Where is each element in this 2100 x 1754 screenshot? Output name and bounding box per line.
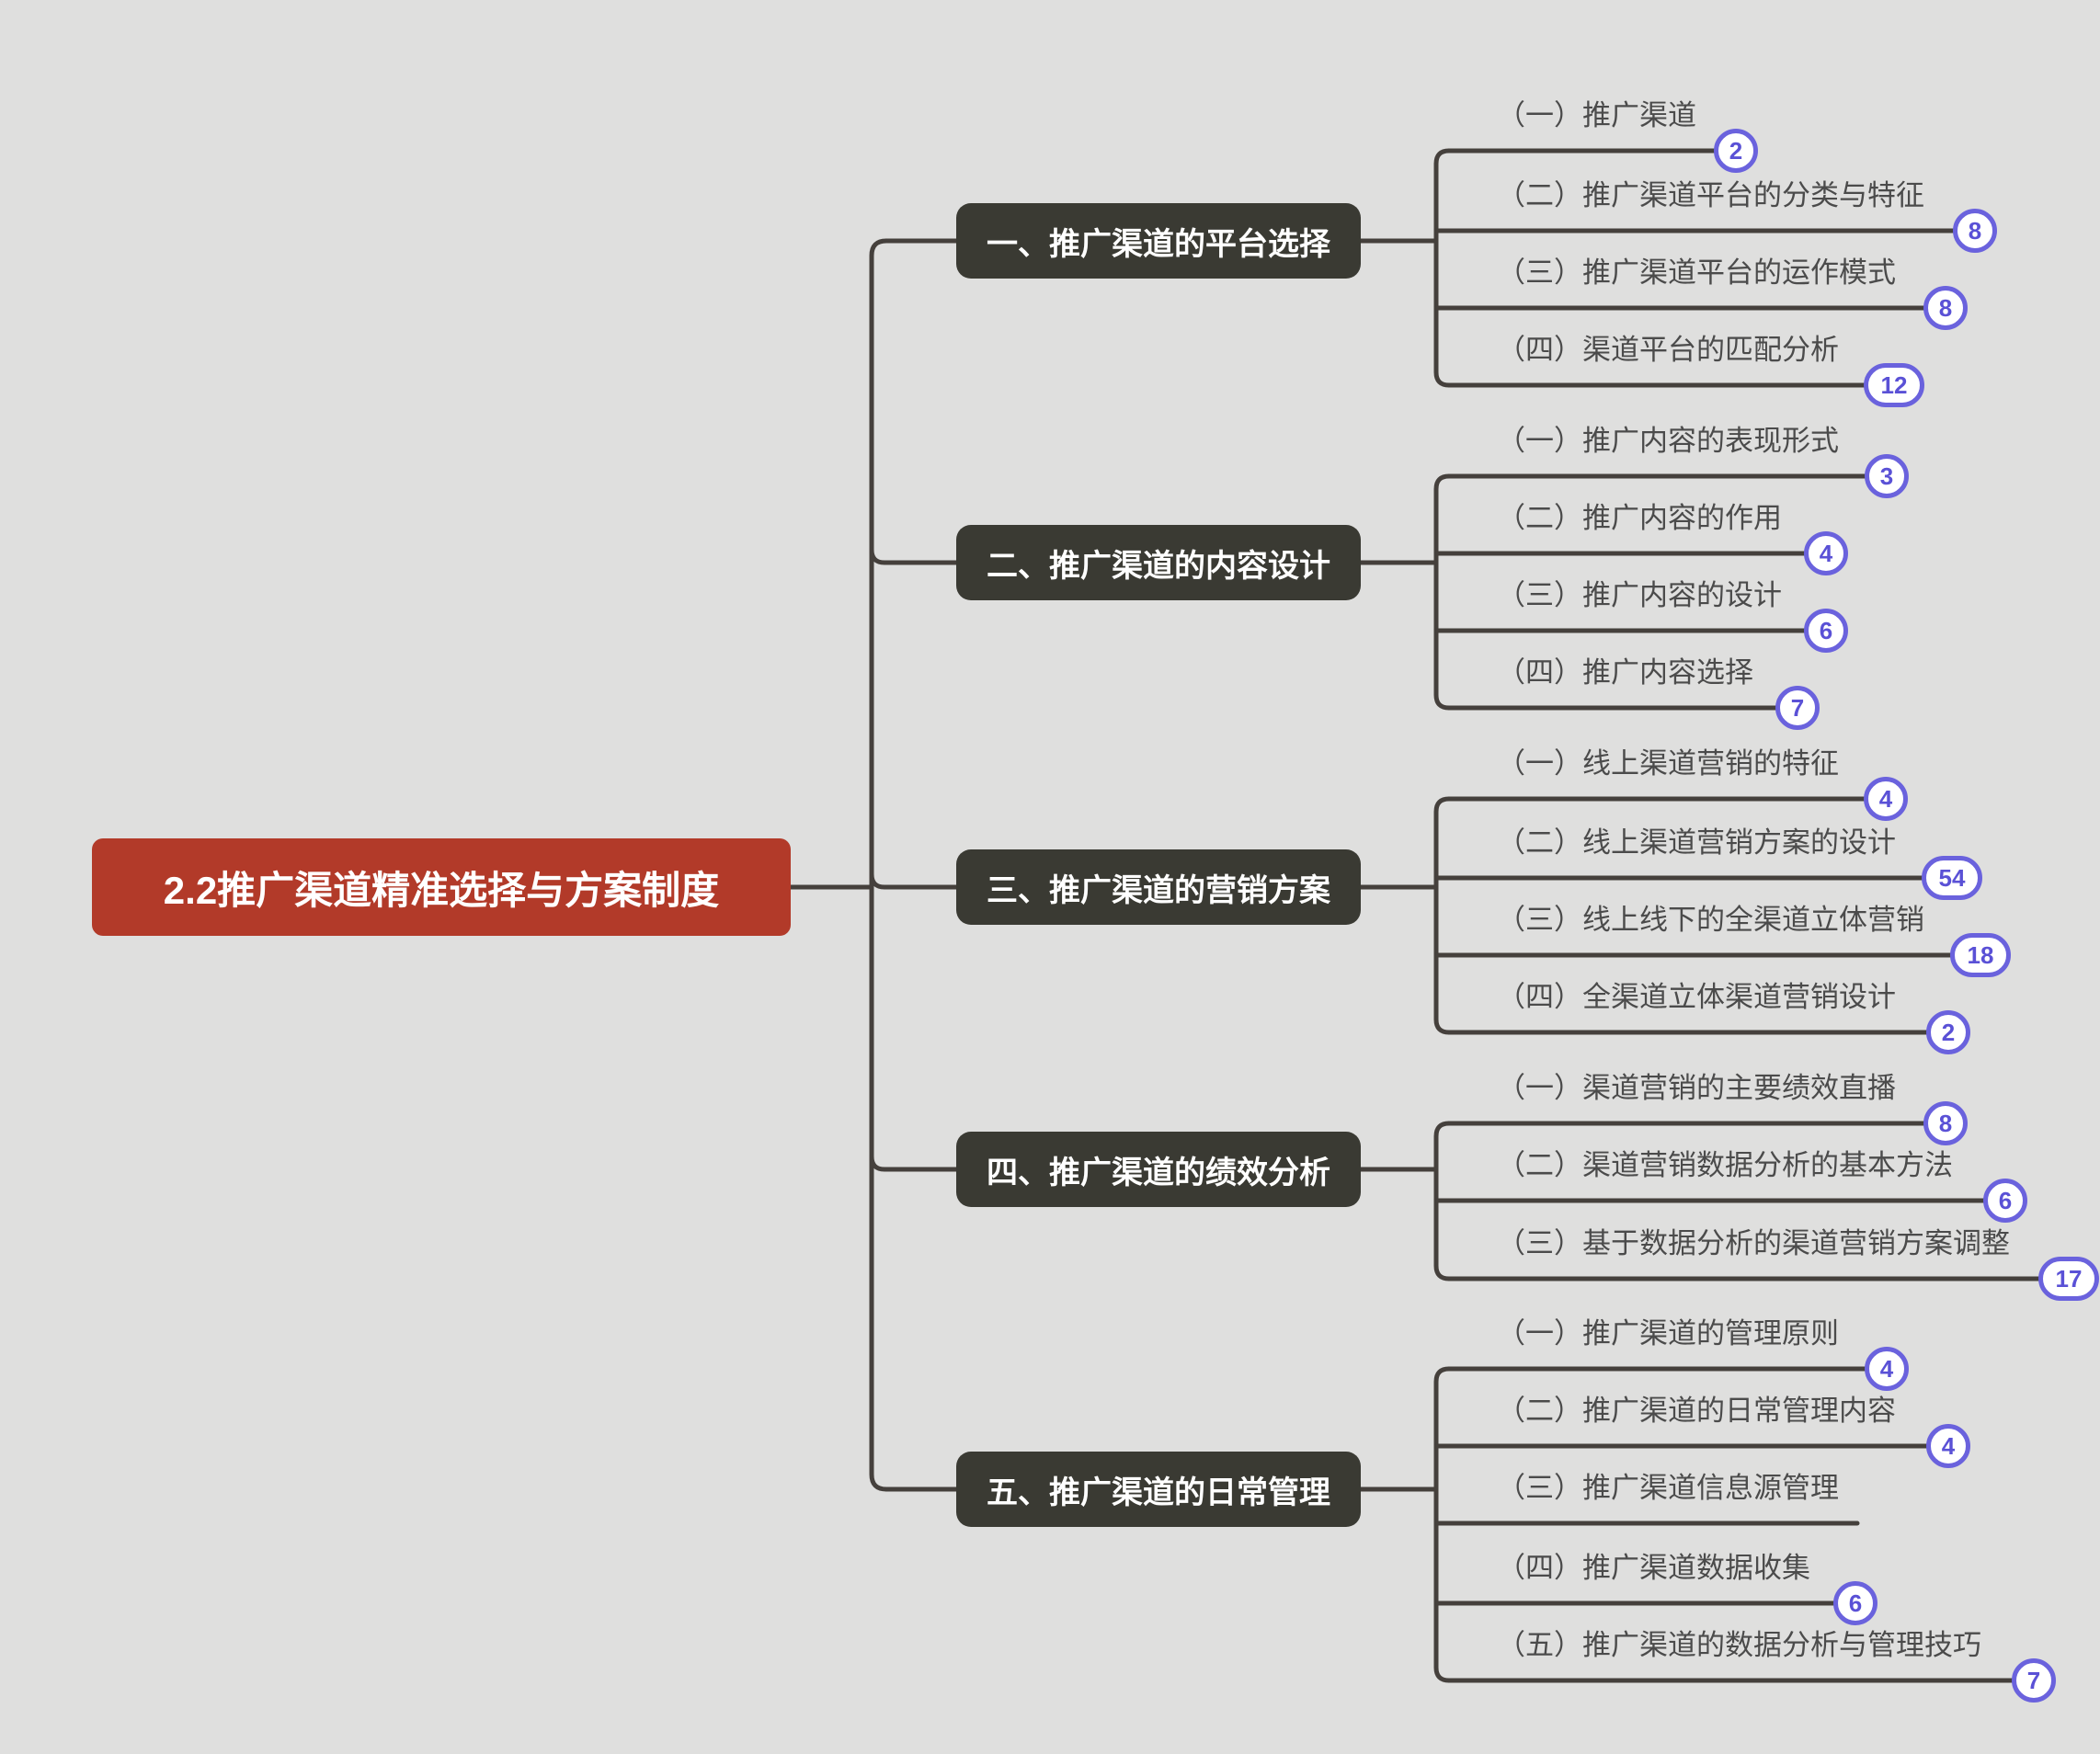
root-topic[interactable]: 2.2推广渠道精准选择与方案制度 [92, 838, 791, 936]
branch-1-connectors [1358, 148, 1978, 388]
root-trunk-connectors [788, 238, 959, 1492]
branch-topic-5[interactable]: 五、推广渠道的日常管理 [956, 1452, 1361, 1527]
collapse-count-badge[interactable]: 8 [1953, 209, 1997, 253]
collapse-count-badge[interactable]: 2 [1926, 1010, 1970, 1054]
subtopic[interactable]: （一）推广内容的表现形式 [1497, 425, 1839, 457]
subtopic[interactable]: （四）推广内容选择 [1497, 656, 1753, 689]
collapse-count-badge[interactable]: 4 [1864, 777, 1908, 821]
subtopic[interactable]: （二）渠道营销数据分析的基本方法 [1497, 1149, 1953, 1181]
collapse-count-badge[interactable]: 17 [2038, 1257, 2099, 1301]
branch-4-connectors [1358, 1121, 2071, 1281]
subtopic[interactable]: （三）推广渠道平台的运作模式 [1497, 256, 1896, 289]
collapse-count-badge[interactable]: 4 [1865, 1347, 1909, 1391]
collapse-count-badge[interactable]: 2 [1714, 129, 1758, 173]
branch-5-connectors [1358, 1366, 2037, 1683]
branch-3-connectors [1358, 796, 1983, 1035]
collapse-count-badge[interactable]: 8 [1923, 286, 1968, 330]
subtopic[interactable]: （一）推广渠道 [1497, 99, 1696, 131]
collapse-count-badge[interactable]: 8 [1923, 1101, 1968, 1145]
subtopic[interactable]: （四）全渠道立体渠道营销设计 [1497, 981, 1896, 1013]
collapse-count-badge[interactable]: 12 [1864, 363, 1924, 407]
collapse-count-badge[interactable]: 54 [1922, 856, 1982, 900]
subtopic[interactable]: （一）线上渠道营销的特征 [1497, 747, 1839, 780]
collapse-count-badge[interactable]: 7 [2012, 1658, 2056, 1703]
subtopic[interactable]: （三）推广渠道信息源管理 [1497, 1472, 1839, 1504]
subtopic[interactable]: （二）推广渠道平台的分类与特征 [1497, 179, 1924, 211]
subtopic[interactable]: （三）推广内容的设计 [1497, 579, 1782, 611]
collapse-count-badge[interactable]: 6 [1983, 1179, 2027, 1223]
branch-topic-3[interactable]: 三、推广渠道的营销方案 [956, 849, 1361, 925]
subtopic[interactable]: （四）推广渠道数据收集 [1497, 1552, 1810, 1584]
collapse-count-badge[interactable]: 3 [1865, 454, 1909, 498]
collapse-count-badge[interactable]: 6 [1833, 1581, 1877, 1625]
collapse-count-badge[interactable]: 6 [1804, 609, 1848, 653]
branch-topic-1[interactable]: 一、推广渠道的平台选择 [956, 203, 1361, 279]
branch-topic-2[interactable]: 二、推广渠道的内容设计 [956, 525, 1361, 600]
subtopic[interactable]: （二）推广渠道的日常管理内容 [1497, 1395, 1896, 1427]
subtopic[interactable]: （三）基于数据分析的渠道营销方案调整 [1497, 1227, 2010, 1259]
subtopic[interactable]: （五）推广渠道的数据分析与管理技巧 [1497, 1629, 1981, 1661]
subtopic[interactable]: （一）推广渠道的管理原则 [1497, 1317, 1839, 1350]
branch-2-connectors [1358, 473, 1889, 711]
subtopic[interactable]: （二）推广内容的作用 [1497, 502, 1782, 534]
subtopic[interactable]: （二）线上渠道营销方案的设计 [1497, 826, 1896, 859]
collapse-count-badge[interactable]: 7 [1775, 686, 1820, 730]
branch-topic-4[interactable]: 四、推广渠道的绩效分析 [956, 1132, 1361, 1207]
subtopic[interactable]: （四）渠道平台的匹配分析 [1497, 334, 1839, 366]
collapse-count-badge[interactable]: 18 [1950, 933, 2011, 977]
subtopic[interactable]: （一）渠道营销的主要绩效直播 [1497, 1072, 1896, 1104]
collapse-count-badge[interactable]: 4 [1804, 531, 1848, 575]
collapse-count-badge[interactable]: 4 [1926, 1424, 1970, 1468]
subtopic[interactable]: （三）线上线下的全渠道立体营销 [1497, 904, 1924, 936]
